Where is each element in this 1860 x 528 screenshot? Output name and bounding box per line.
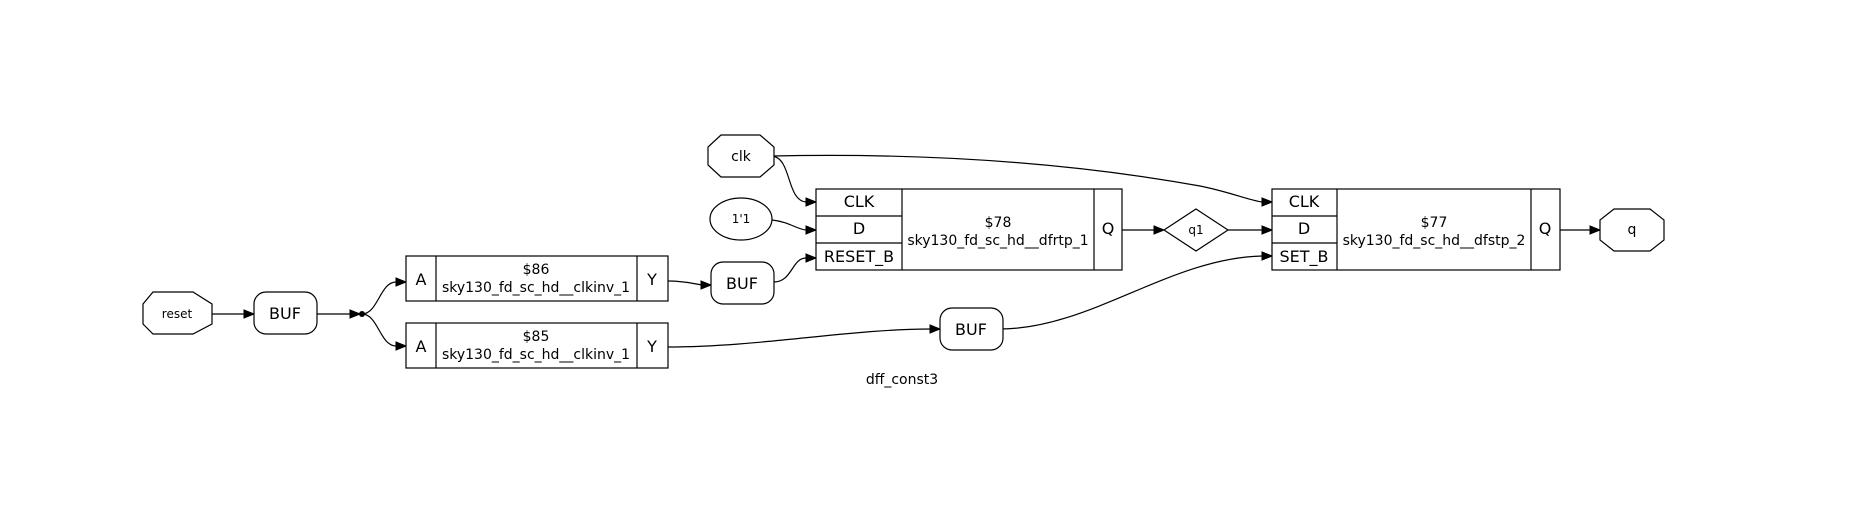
- arrowhead: [805, 197, 818, 207]
- inv85-type: sky130_fd_sc_hd__clkinv_1: [442, 347, 630, 363]
- dff77-pin-q: Q: [1539, 219, 1552, 238]
- cell-dff77[interactable]: CLK D SET_B $77 sky130_fd_sc_hd__dfstp_2…: [1271, 188, 1561, 271]
- arrowhead: [1261, 251, 1274, 261]
- arrowhead: [1261, 225, 1274, 235]
- inv86-pin-a: A: [416, 270, 427, 289]
- edge-clk-dff77: [771, 154, 1263, 203]
- buf-reset-label: BUF: [269, 304, 301, 323]
- arrowhead: [395, 277, 408, 287]
- cell-dff78[interactable]: CLK D RESET_B $78 sky130_fd_sc_hd__dfrtp…: [815, 188, 1123, 271]
- dff77-type: sky130_fd_sc_hd__dfstp_2: [1343, 233, 1526, 249]
- edge-junction-inv85: [361, 313, 397, 347]
- port-q-label: q: [1628, 222, 1637, 238]
- edge-buf-setb: [999, 255, 1263, 330]
- buf-y86[interactable]: BUF: [710, 261, 775, 305]
- edge-const-d: [771, 219, 807, 231]
- edges: [212, 154, 1602, 351]
- inv86-pin-y: Y: [646, 270, 657, 289]
- dff77-id: $77: [1421, 215, 1448, 231]
- dff78-pin-q: Q: [1102, 219, 1115, 238]
- const-one-label: 1'1: [732, 212, 751, 226]
- dff78-pin-d: D: [853, 219, 865, 238]
- edge-clk-dff78: [771, 155, 807, 203]
- cell-inv85[interactable]: A $85 sky130_fd_sc_hd__clkinv_1 Y: [405, 322, 669, 369]
- buf-reset[interactable]: BUF: [253, 291, 318, 335]
- arrowhead: [243, 309, 256, 319]
- arrowhead: [805, 253, 818, 263]
- inv85-pin-a: A: [416, 337, 427, 356]
- arrowhead: [395, 341, 408, 351]
- edge-buf-resetb: [773, 257, 807, 283]
- inv86-type: sky130_fd_sc_hd__clkinv_1: [442, 280, 630, 296]
- arrowhead: [805, 225, 818, 235]
- dff78-id: $78: [985, 215, 1012, 231]
- diagram-title: dff_const3: [866, 372, 938, 388]
- arrowhead: [929, 324, 942, 334]
- dff77-pin-d: D: [1298, 219, 1310, 238]
- dff77-pin-clk: CLK: [1289, 192, 1320, 211]
- const-one[interactable]: 1'1: [709, 197, 773, 241]
- port-reset[interactable]: reset: [142, 291, 213, 335]
- port-reset-label: reset: [162, 307, 193, 321]
- buf-y85[interactable]: BUF: [939, 307, 1004, 351]
- cell-inv86[interactable]: A $86 sky130_fd_sc_hd__clkinv_1 Y: [405, 255, 669, 302]
- arrowhead: [349, 309, 362, 319]
- port-clk-label: clk: [731, 149, 752, 165]
- buf-y86-label: BUF: [726, 274, 758, 293]
- edge-junction-inv86: [361, 281, 397, 315]
- inv86-id: $86: [523, 262, 550, 278]
- edge-inv86-buf: [667, 280, 703, 286]
- arrowhead: [700, 280, 713, 290]
- buf-y85-label: BUF: [955, 320, 987, 339]
- edge-inv85-buf: [667, 328, 931, 348]
- wire-q1[interactable]: q1: [1162, 208, 1230, 252]
- dff77-pin-setb: SET_B: [1279, 247, 1328, 267]
- inv85-id: $85: [523, 329, 550, 345]
- dff78-pin-resetb: RESET_B: [824, 247, 894, 267]
- arrowhead: [1589, 225, 1602, 235]
- arrowhead: [1261, 197, 1274, 207]
- inv85-pin-y: Y: [646, 337, 657, 356]
- dff78-pin-clk: CLK: [844, 192, 875, 211]
- arrowhead: [1153, 225, 1166, 235]
- port-clk[interactable]: clk: [707, 134, 775, 178]
- wire-q1-label: q1: [1188, 223, 1203, 237]
- port-q[interactable]: q: [1599, 208, 1665, 252]
- dff78-type: sky130_fd_sc_hd__dfrtp_1: [907, 233, 1088, 249]
